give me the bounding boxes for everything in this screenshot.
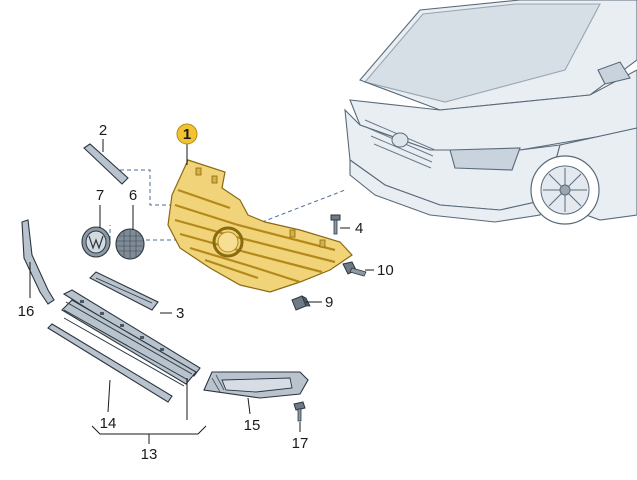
leader-lines bbox=[29, 139, 374, 444]
emblem-base-part bbox=[115, 228, 145, 260]
car-illustration bbox=[344, 0, 637, 225]
callout-2: 2 bbox=[99, 122, 107, 139]
screw-part-4 bbox=[330, 214, 341, 235]
callout-1: 1 bbox=[183, 126, 191, 143]
radiator-grille-part bbox=[167, 159, 353, 293]
screw-part-17 bbox=[293, 401, 306, 422]
trim-strip-part bbox=[83, 143, 129, 185]
callout-4: 4 bbox=[355, 220, 363, 237]
callout-15: 15 bbox=[244, 417, 261, 434]
lower-grille-part bbox=[47, 289, 201, 403]
clip-part-9 bbox=[291, 295, 311, 311]
side-trim-part bbox=[21, 219, 55, 305]
callout-16: 16 bbox=[18, 303, 35, 320]
callout-3: 3 bbox=[176, 305, 184, 322]
emblem-part bbox=[81, 226, 111, 258]
callout-6: 6 bbox=[129, 187, 137, 204]
callout-10: 10 bbox=[377, 262, 394, 279]
callout-1-badge bbox=[176, 123, 198, 145]
callout-9: 9 bbox=[325, 294, 333, 311]
car-headlight bbox=[449, 147, 521, 171]
callout-17: 17 bbox=[292, 435, 309, 452]
fog-light-cover-part bbox=[203, 371, 309, 399]
license-plate-bracket-part bbox=[89, 271, 159, 311]
callout-7: 7 bbox=[96, 187, 104, 204]
callout-13: 13 bbox=[141, 446, 158, 463]
screw-part-10 bbox=[342, 261, 367, 277]
callout-14: 14 bbox=[100, 415, 117, 432]
